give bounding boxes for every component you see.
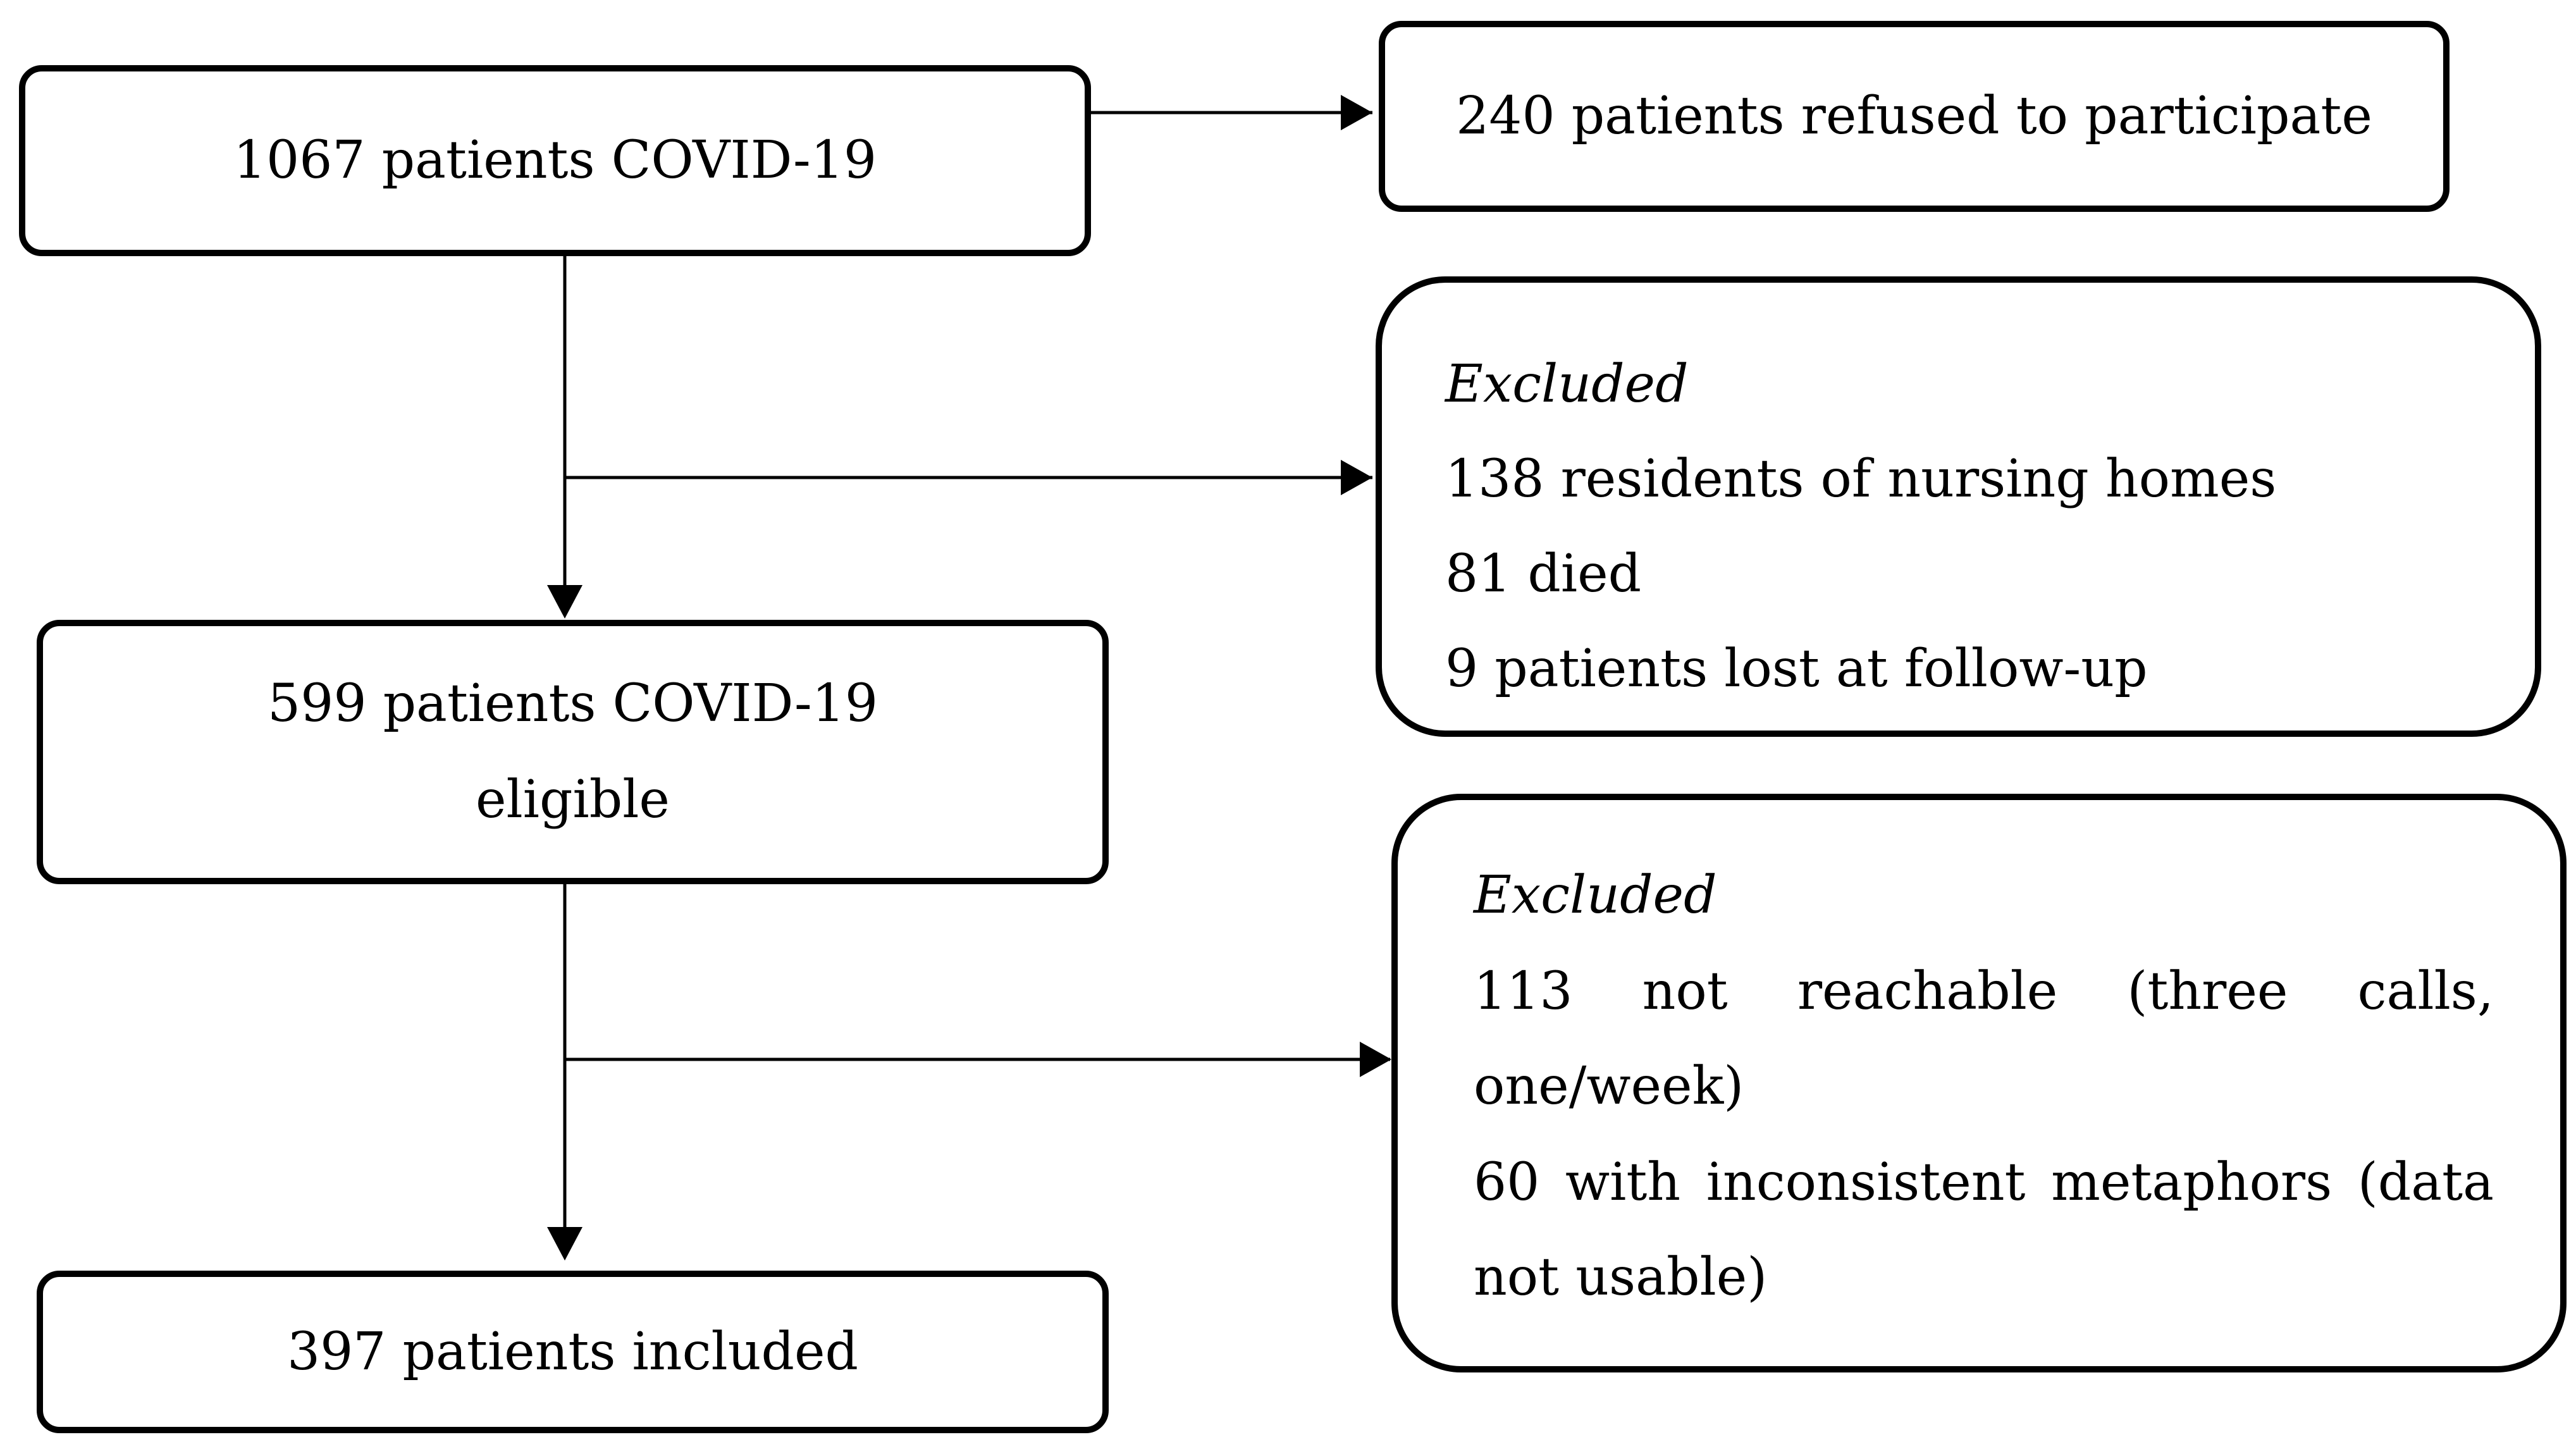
exclusion-2-word: metaphors	[2051, 1152, 2333, 1212]
exclusion-2-word: 60	[1474, 1152, 1540, 1212]
exclusion-2-heading: Excluded	[1474, 865, 1717, 925]
eligible-node-label-2: eligible	[476, 770, 670, 830]
start-node: 1067 patients COVID-19	[19, 65, 1091, 256]
refused-node-label: 240 patients refused to participate	[1456, 86, 2372, 146]
included-node-label: 397 patients included	[287, 1321, 859, 1382]
exclusion-2-word: inconsistent	[1706, 1152, 2026, 1212]
exclusion-2-item-2-line-1: 60 with inconsistent metaphors (data	[1474, 1157, 2494, 1209]
exclusion-2-word: not	[1642, 961, 1728, 1021]
exclusion-2-word: (data	[2357, 1152, 2494, 1212]
exclusion-1-item: 138 residents of nursing homes	[1445, 449, 2277, 509]
exclusion-2-item-1-line-1: 113 not reachable (three calls,	[1474, 966, 2494, 1018]
exclusion-box-2: Excluded 113 not reachable (three calls,…	[1391, 794, 2567, 1372]
eligible-node-label-1: 599 patients COVID-19	[267, 674, 878, 734]
start-node-label: 1067 patients COVID-19	[233, 130, 877, 190]
exclusion-2-item-2-line-2: not usable)	[1474, 1247, 1768, 1307]
arrowhead-exclusion-1	[1341, 460, 1372, 495]
arrowhead-exclusion-2	[1360, 1042, 1391, 1077]
eligible-node: 599 patients COVID-19 eligible	[37, 620, 1109, 884]
exclusion-2-word: reachable	[1797, 961, 2058, 1021]
included-node: 397 patients included	[37, 1271, 1109, 1433]
arrowhead-included	[547, 1227, 582, 1261]
arrowhead-refused	[1341, 95, 1372, 130]
exclusion-2-word: 113	[1474, 961, 1573, 1021]
exclusion-1-item: 9 patients lost at follow-up	[1445, 639, 2148, 699]
exclusion-box-1: Excluded 138 residents of nursing homes …	[1376, 276, 2541, 737]
exclusion-2-word: (three	[2127, 961, 2288, 1021]
exclusion-1-heading: Excluded	[1445, 354, 1689, 414]
exclusion-2-word: calls,	[2357, 961, 2494, 1021]
arrowhead-eligible	[547, 585, 582, 619]
refused-node: 240 patients refused to participate	[1379, 21, 2450, 212]
exclusion-2-word: with	[1565, 1152, 1681, 1212]
exclusion-1-item: 81 died	[1445, 544, 1642, 604]
exclusion-2-item-1-line-2: one/week)	[1474, 1056, 1744, 1116]
